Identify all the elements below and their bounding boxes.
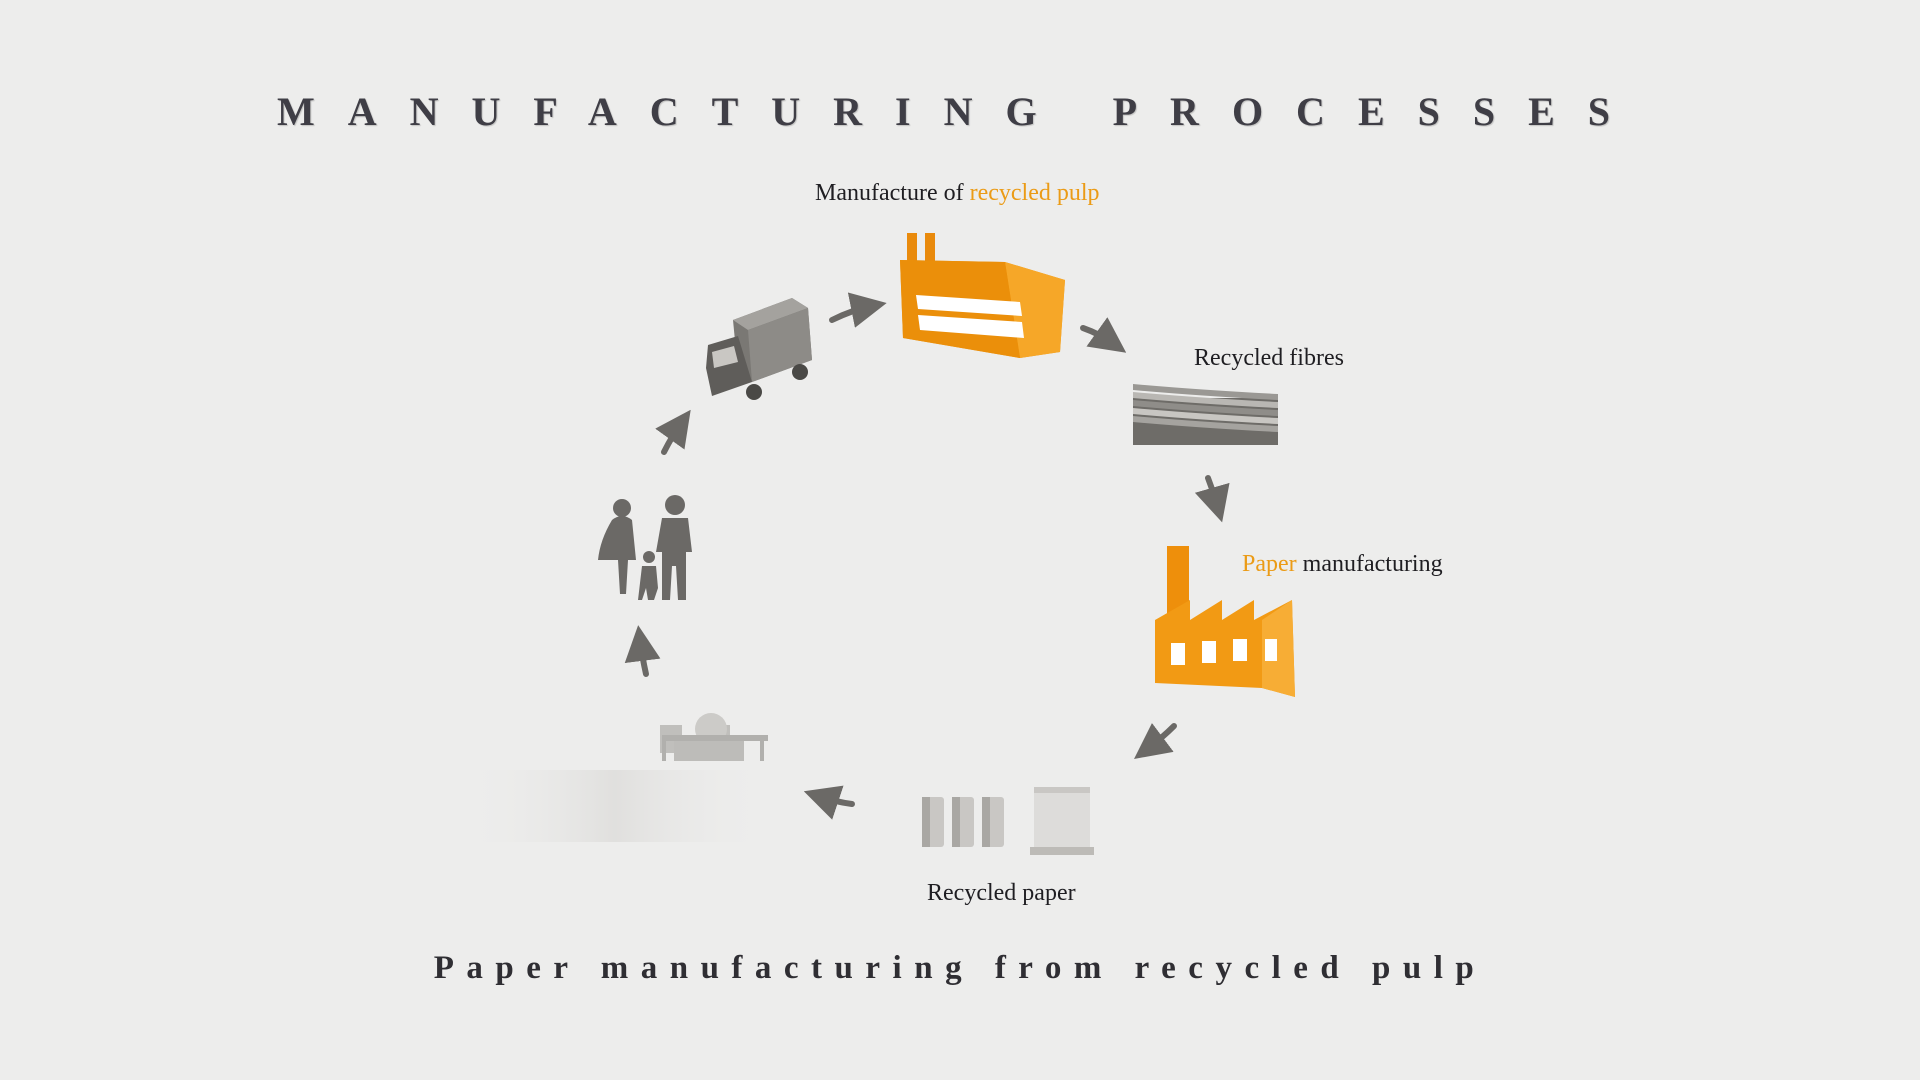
truck-icon <box>706 298 812 400</box>
arrow-press-to-family <box>624 625 661 677</box>
recycled-fibres-icon <box>1133 384 1278 445</box>
arrow-family-to-truck <box>655 409 691 455</box>
paper-rolls-icon <box>922 787 1094 855</box>
label-pulp-accent: recycled pulp <box>969 180 1100 206</box>
label-pulp: Manufacture of recycled pulp <box>815 180 1100 207</box>
label-paper-suffix: manufacturing <box>1296 551 1443 577</box>
arrow-paper-to-rolls <box>1134 722 1177 760</box>
arrow-pulp-to-fibres <box>1080 317 1127 353</box>
arrow-truck-to-pulp <box>829 292 887 328</box>
paper-factory-icon <box>1155 546 1295 697</box>
label-fibres: Recycled fibres <box>1194 345 1344 371</box>
label-paper-accent: Paper <box>1242 551 1297 577</box>
pulp-factory-icon <box>900 233 1065 358</box>
arrow-fibres-to-paper <box>1194 475 1230 523</box>
cycle-arrows <box>624 292 1230 820</box>
label-pulp-prefix: Manufacture of <box>815 180 970 206</box>
label-paper-manufacturing: Paper manufacturing <box>1242 551 1443 578</box>
family-icon <box>598 495 692 600</box>
label-recycled-paper: Recycled paper <box>927 880 1076 906</box>
arrow-rolls-to-press <box>803 785 855 820</box>
page-title: MANUFACTURING PROCESSES <box>276 89 1644 134</box>
subtitle: Paper manufacturing from recycled pulp <box>433 950 1487 986</box>
printing-press-icon <box>460 713 770 842</box>
